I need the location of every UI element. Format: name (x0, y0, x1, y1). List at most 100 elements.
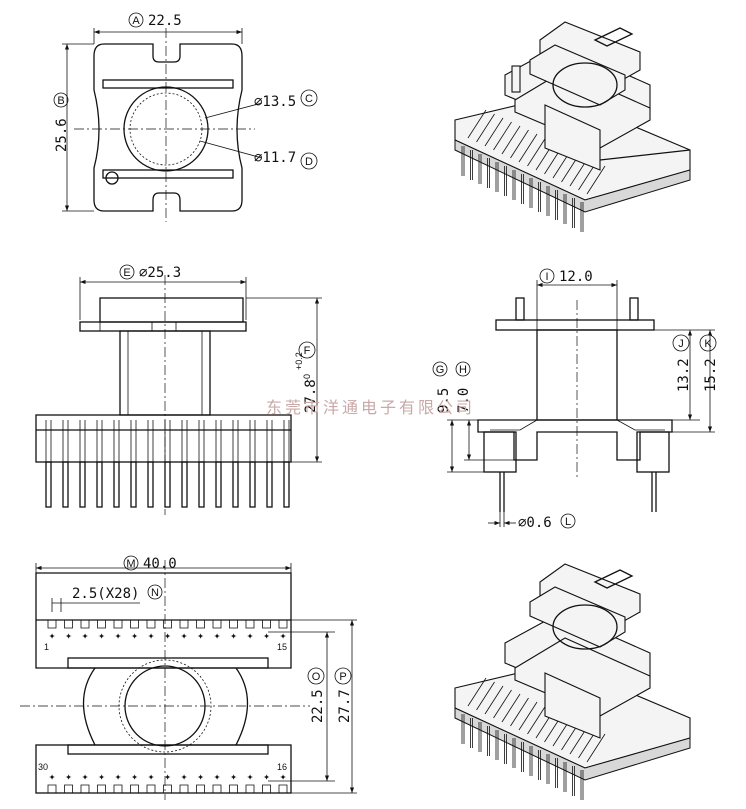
dim-E: E ⌀25.3 (119, 264, 181, 281)
pin-slot (262, 620, 271, 629)
dim-A: A 22.5 (128, 12, 182, 29)
top-flange-slot (102, 79, 234, 89)
svg-text:⌀0.6: ⌀0.6 (518, 515, 552, 531)
front-pin (79, 461, 86, 508)
dim-G: G 9.5 (432, 361, 452, 413)
svg-text:2.5(X28): 2.5(X28) (72, 586, 139, 602)
svg-text:K: K (704, 338, 712, 350)
iso-fin (467, 109, 487, 139)
pin-slot (113, 784, 123, 793)
pin-marker: ✦ (280, 629, 287, 642)
pin-slot (97, 784, 106, 793)
pin-marker: ✦ (214, 629, 221, 642)
pin-marker: ✦ (115, 770, 122, 783)
svg-text:12.0: 12.0 (559, 269, 593, 285)
pin-marker: ✦ (49, 770, 56, 783)
top-flange (99, 297, 244, 323)
svg-text:22.5: 22.5 (310, 689, 326, 723)
pin-marker: ✦ (164, 770, 171, 783)
top-flange-lip (79, 321, 247, 332)
pin-slot (212, 784, 222, 793)
pin-marker: ✦ (280, 770, 287, 783)
iso-fin (510, 697, 529, 727)
pin-marker: ✦ (214, 770, 221, 783)
pin-marker: ✦ (98, 629, 105, 642)
svg-text:22.5: 22.5 (148, 13, 182, 29)
iso-fin (493, 121, 512, 151)
pin-slot (245, 620, 255, 629)
orientation-dot (105, 171, 119, 185)
svg-text:25.6: 25.6 (54, 118, 70, 152)
pin-marker: ✦ (82, 770, 89, 783)
side-foot-left (483, 431, 517, 473)
dim-B: B 25.6 (53, 92, 70, 152)
pin-slot (130, 784, 139, 793)
pin-label-1: 1 (44, 642, 49, 652)
dim-C: ⌀13.5 C (254, 89, 318, 110)
svg-text:G: G (436, 364, 445, 376)
iso-fin (493, 689, 512, 719)
front-pin (130, 461, 137, 508)
pin-slot (47, 784, 57, 793)
base (35, 414, 292, 463)
bottom-flange-slot (102, 169, 234, 179)
pin-marker: ✦ (65, 629, 72, 642)
pin-slot (245, 784, 255, 793)
pin-marker: ✦ (164, 629, 171, 642)
pin-slot (196, 620, 205, 629)
pin-slot (64, 784, 73, 793)
pin-marker: ✦ (131, 629, 138, 642)
svg-text:D: D (305, 156, 313, 168)
iso-fin (476, 681, 495, 711)
top-view-outline (93, 43, 243, 212)
pin-marker: ✦ (230, 770, 237, 783)
pin-slot (212, 620, 222, 629)
iso-fin (527, 137, 546, 167)
pin-marker: ✦ (131, 770, 138, 783)
dim-L: ⌀0.6 L (518, 513, 576, 531)
svg-text:C: C (305, 93, 313, 105)
dim-J: J 13.2 (672, 334, 692, 392)
pin-slot (97, 620, 106, 629)
pin-marker: ✦ (115, 629, 122, 642)
dim-O: O 22.5 (307, 667, 326, 723)
iso-fin (527, 705, 546, 735)
dim-N: 2.5(X28) N (72, 584, 163, 602)
top-view: A 22.5 B 25.6 ⌀13.5 C ⌀11.7 D (53, 12, 318, 222)
pin-marker: ✦ (49, 629, 56, 642)
pin-slot (229, 784, 238, 793)
pin-marker: ✦ (263, 629, 270, 642)
svg-text:F: F (304, 345, 311, 357)
front-pin (249, 461, 256, 508)
pin-slot (163, 784, 172, 793)
iso-fin (586, 165, 606, 195)
pin-slot (179, 620, 189, 629)
svg-text:13.2: 13.2 (676, 358, 692, 392)
pin-slot (262, 784, 271, 793)
front-pin (62, 461, 69, 508)
pin-marker: ✦ (65, 770, 72, 783)
pin-marker: ✦ (197, 770, 204, 783)
svg-text:+0.2: +0.2 (294, 352, 304, 370)
iso-fin (510, 129, 529, 159)
pin-marker: ✦ (82, 629, 89, 642)
isometric-view-top (454, 21, 691, 232)
side-foot-right (636, 431, 670, 473)
svg-text:H: H (459, 364, 467, 376)
svg-text:27.8: 27.8 (303, 379, 319, 413)
dim-P: P 27.7 (334, 667, 353, 723)
iso-fin (484, 685, 504, 715)
svg-text:⌀25.3: ⌀25.3 (139, 265, 181, 281)
svg-text:A: A (132, 15, 140, 27)
front-pin (283, 461, 290, 508)
side-view: I 12.0 J 13.2 K 15.2 G 9.5 (432, 268, 719, 531)
company-watermark: 东莞市洋通电子有限公司 (266, 398, 475, 417)
pin-slot (179, 784, 189, 793)
dim-K: K 15.2 (699, 334, 719, 392)
pin-marker: ✦ (197, 629, 204, 642)
pin-label-30: 30 (38, 762, 48, 772)
pin-marker: ✦ (230, 629, 237, 642)
pin-slot (278, 620, 288, 629)
svg-text:15.2: 15.2 (703, 358, 719, 392)
pin-label-15: 15 (277, 642, 287, 652)
